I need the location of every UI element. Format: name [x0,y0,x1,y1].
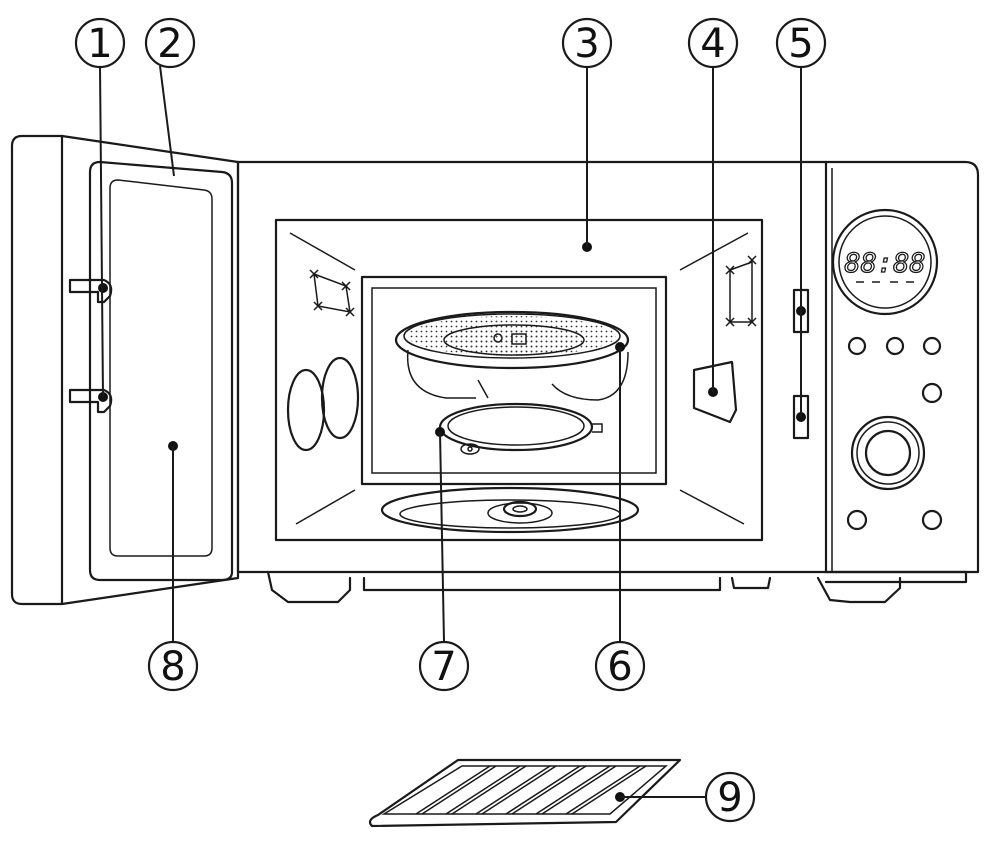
roller-ring [435,402,603,455]
display-readout: 88:88 [844,248,925,279]
microwave-body [236,160,980,604]
button [847,336,867,356]
door [10,134,240,606]
callout-4-label: 4 [700,21,725,67]
button [885,336,905,356]
button [921,509,943,531]
leader-lines [99,65,802,798]
button [846,509,868,531]
dial [850,415,926,491]
callout-2: 2 [144,17,196,69]
callout-7-label: 7 [431,644,456,690]
grill-rack [368,758,682,828]
control-panel: 88:88 [831,208,943,531]
button [921,382,943,404]
callout-1-label: 1 [87,21,112,67]
button [922,336,942,356]
callout-1: 1 [74,17,126,69]
callout-5: 5 [775,17,827,69]
oven-cavity [274,218,764,542]
callout-8-label: 8 [160,644,185,690]
glass-turntable [394,310,630,401]
callout-2-label: 2 [157,21,182,67]
callout-3: 3 [561,17,613,69]
callout-6: 6 [594,640,646,692]
callout-9: 9 [704,771,756,823]
callout-5-label: 5 [788,21,813,67]
callout-6-label: 6 [607,644,632,690]
callout-3-label: 3 [574,21,599,67]
callout-4: 4 [687,17,739,69]
callout-8: 8 [147,640,199,692]
callout-9-label: 9 [717,775,742,821]
callout-7: 7 [418,640,470,692]
